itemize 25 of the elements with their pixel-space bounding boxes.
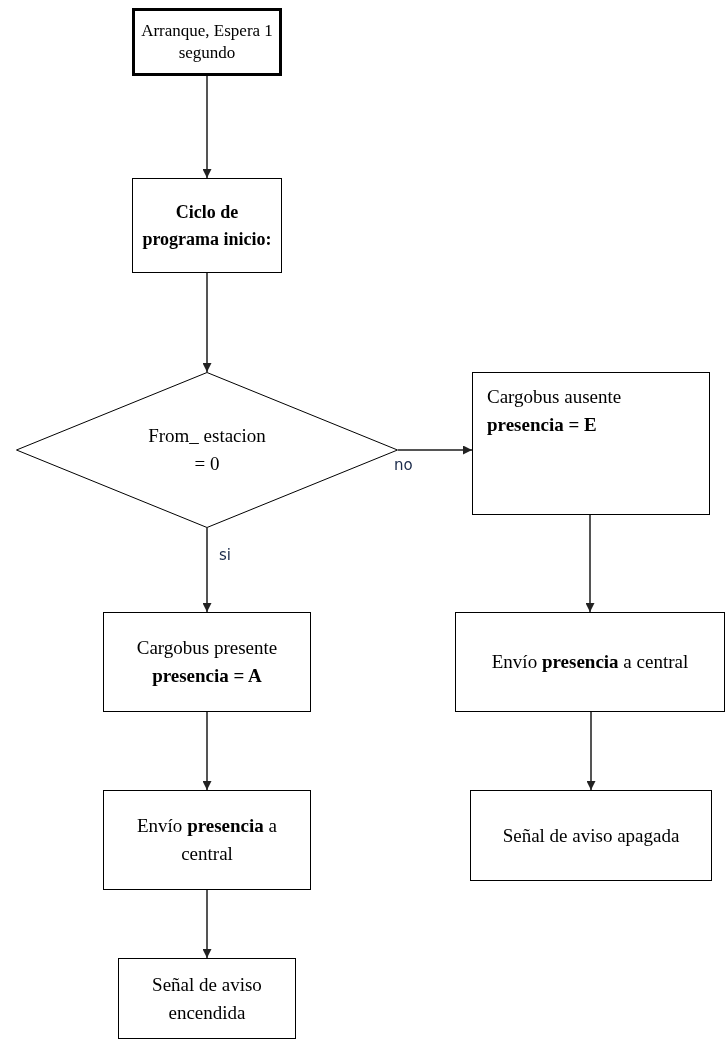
process-box [132,178,282,273]
arrow [202,889,212,959]
process-box [103,612,311,712]
start-box [132,8,282,76]
node-text: From_ estacion = 0 [147,424,267,476]
process-box [118,958,296,1039]
process-box [472,372,710,515]
node-text: Cargobus ausente presencia = E [487,385,623,437]
process-box [470,790,712,881]
node-text: Arranque, Espera 1 segundo [141,19,273,64]
arrow [202,75,212,179]
node-text: Cargobus presente presencia = A [135,636,279,688]
node-text: Ciclo de programa inicio: [141,201,273,251]
node-text: Señal de aviso apagada [502,823,680,848]
arrow [397,445,473,455]
arrow [586,711,596,791]
arrow [202,527,212,613]
node-text: Señal de aviso encendida [151,972,263,1025]
arrow [585,514,595,613]
node-text: Envío presencia a central [136,814,278,866]
arrow [202,711,212,791]
node-text: Envío presencia a central [491,650,689,675]
process-box [103,790,311,890]
arrow [202,272,212,373]
process-box [455,612,725,712]
